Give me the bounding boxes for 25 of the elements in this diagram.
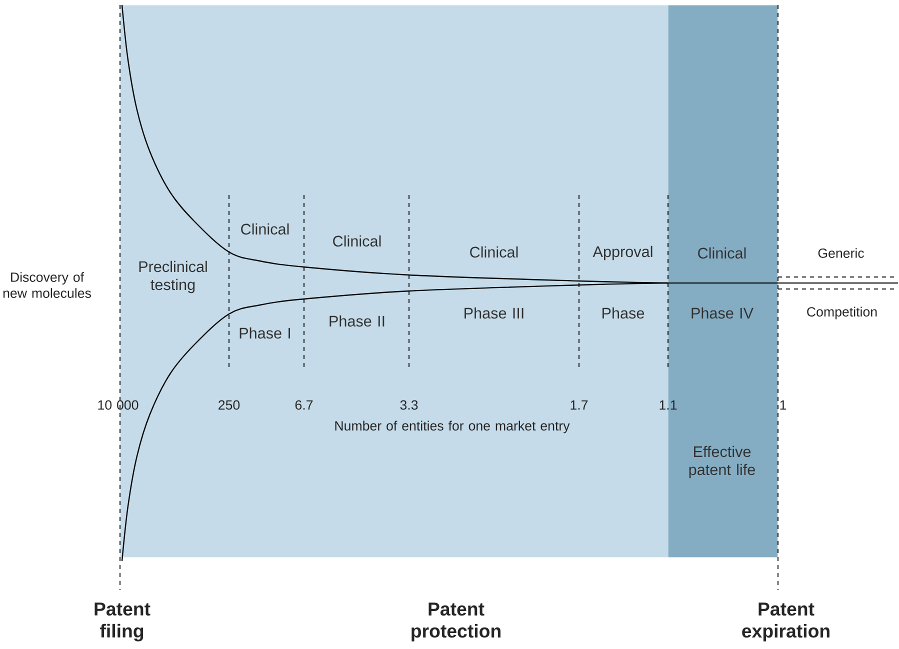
phase-label: Clinical bbox=[333, 235, 381, 247]
tick-label: 10 000 bbox=[98, 400, 138, 410]
milestone-label: Patent protection bbox=[412, 602, 500, 642]
milestone-label: Patent expiration bbox=[742, 602, 830, 642]
tick-label: 250 bbox=[218, 400, 240, 410]
phase-label: Phase II bbox=[330, 315, 384, 327]
tick-label: 3.3 bbox=[400, 400, 418, 410]
phase-label: Phase bbox=[602, 307, 644, 319]
phase-label: Phase III bbox=[464, 307, 524, 319]
phase-label: Clinical bbox=[241, 223, 289, 235]
milestone-label: Patent filing bbox=[94, 602, 150, 642]
phase-label: Approval bbox=[592, 246, 652, 260]
phase-label: Clinical bbox=[470, 246, 518, 258]
axis-title: Number of entities for one market entry bbox=[335, 420, 570, 434]
axis-label: Discovery of new molecules bbox=[3, 272, 91, 298]
tick-label: 6.7 bbox=[295, 400, 313, 410]
tick-label: 1.7 bbox=[570, 400, 588, 410]
phase-label: Preclinical testing bbox=[139, 260, 207, 294]
region-label: Competition bbox=[807, 306, 877, 320]
phase-label: Effective patent life bbox=[689, 446, 755, 478]
phase-label: Clinical bbox=[698, 247, 746, 259]
tick-label: 1.1 bbox=[660, 400, 677, 410]
phase-label: Phase IV bbox=[692, 307, 754, 319]
phase-label: Phase I bbox=[240, 327, 290, 339]
region-label: Generic bbox=[818, 248, 864, 258]
